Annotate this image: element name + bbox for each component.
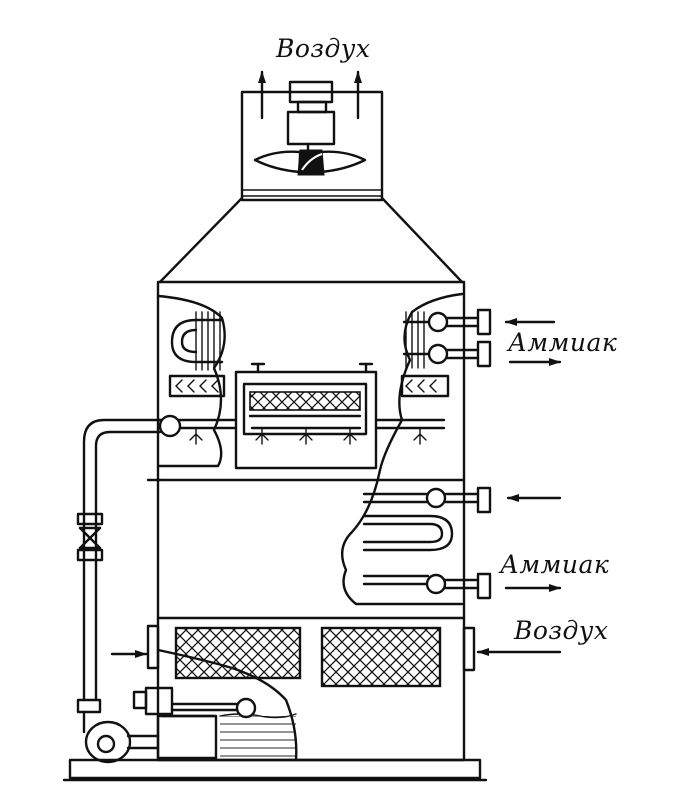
middle-coil: [362, 486, 492, 600]
pump-icon: [76, 698, 160, 764]
water-sump: [156, 713, 297, 760]
upper-left-coil: [170, 311, 224, 371]
drift-eliminator-right: [400, 374, 450, 398]
ammonia-nozzles-top: [427, 308, 492, 368]
cutaway-middle-right: [340, 468, 464, 606]
air-inlet-louvers: [146, 624, 476, 688]
ammonia-label-lower: Аммиак: [500, 550, 610, 579]
base-frame: [62, 758, 488, 782]
ammonia-arrows-top: [504, 318, 562, 366]
ammonia-label-upper: Аммиак: [508, 328, 618, 357]
fan-icon: [253, 149, 367, 176]
riser-pipe: [82, 414, 182, 702]
air-outlet-label: Воздух: [276, 34, 371, 63]
filter-box: [234, 362, 378, 470]
cutaway-upper-right: [378, 292, 464, 472]
valve-icon: [76, 512, 104, 562]
drift-eliminator-left: [168, 374, 226, 398]
motor-icon: [286, 80, 336, 154]
air-inlet-label: Воздух: [514, 616, 609, 645]
air-inlet-arrows: [110, 648, 562, 658]
air-outlet-arrows: [258, 70, 362, 120]
float-valve: [132, 686, 257, 719]
ammonia-arrows-middle: [504, 494, 562, 592]
spray-nozzle-icon: [189, 427, 427, 445]
fan-housing: [240, 90, 384, 202]
hood: [158, 196, 464, 284]
